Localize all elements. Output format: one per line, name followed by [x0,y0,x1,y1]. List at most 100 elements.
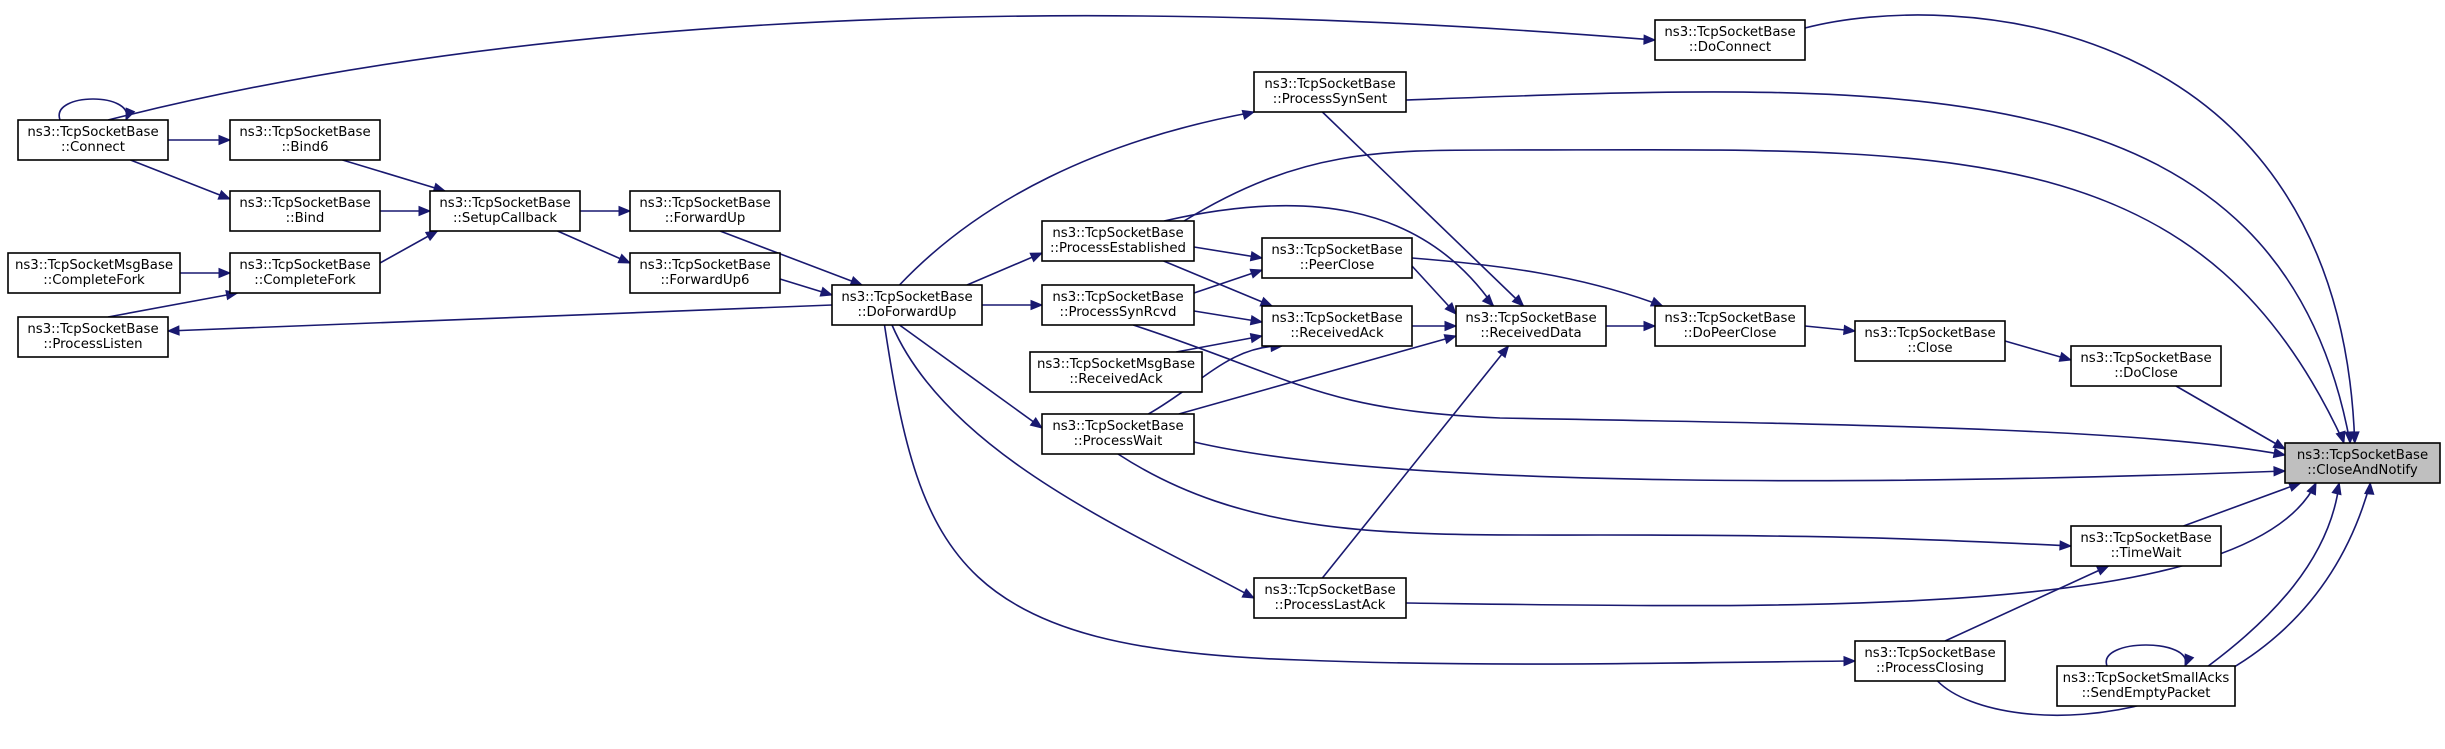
node-box[interactable] [1041,413,1195,455]
node-box[interactable] [1854,320,2006,362]
node-method-label: ::Bind [286,211,325,226]
edge-processwait-to-timewait [1117,453,2073,551]
node-box[interactable] [2056,665,2236,707]
node-processsynsent[interactable]: ns3::TcpSocketBase::ProcessSynSent [1253,71,1407,113]
edge-line [2183,482,2301,527]
node-doconnect[interactable]: ns3::TcpSocketBase::DoConnect [1654,19,1806,61]
edge-processsynrcvd-to-closeandnotify [1132,324,2287,459]
node-box[interactable] [7,252,181,294]
node-msgreceivedack[interactable]: ns3::TcpSocketMsgBase::ReceivedAck [1029,351,1203,393]
edge-peerclose-to-receiveddata [1411,265,1457,315]
node-sendemptypacket[interactable]: ns3::TcpSocketSmallAcks::SendEmptyPacket [2056,665,2236,707]
edge-arrowhead [2273,466,2287,477]
edge-arrowhead [1030,299,1044,311]
edge-processwait-to-receiveddata [1178,334,1458,415]
edge-processsynrcvd-to-peerclose [1193,268,1264,294]
node-class-label: ns3::TcpSocketBase [1664,311,1795,326]
node-class-label: ns3::TcpSocketBase [1052,419,1183,434]
node-box[interactable] [1253,577,1407,619]
edge-arrowhead [218,267,232,279]
node-closeandnotify[interactable]: ns3::TcpSocketBase::CloseAndNotify [2284,442,2441,484]
node-class-label: ns3::TcpSocketBase [2080,531,2211,546]
node-setupcallback[interactable]: ns3::TcpSocketBase::SetupCallback [429,190,581,232]
edge-sendemptypacket-to-closeandnotify [2207,481,2342,667]
node-timewait[interactable]: ns3::TcpSocketBase::TimeWait [2070,525,2222,567]
node-box[interactable] [17,119,169,161]
edge-arrowhead [1029,252,1044,263]
node-forwardup6[interactable]: ns3::TcpSocketBase::ForwardUp6 [629,252,781,294]
node-dopeerclose[interactable]: ns3::TcpSocketBase::DoPeerClose [1654,305,1806,347]
node-box[interactable] [2070,345,2222,387]
node-box[interactable] [1261,305,1413,347]
edge-line [167,304,833,332]
edge-arrowhead [2335,430,2346,445]
node-box[interactable] [1253,71,1407,113]
node-box[interactable] [17,316,169,358]
node-box[interactable] [1041,220,1195,262]
node-box[interactable] [2284,442,2441,484]
node-box[interactable] [1654,305,1806,347]
edge-line [1321,111,1525,307]
node-peerclose[interactable]: ns3::TcpSocketBase::PeerClose [1261,237,1413,279]
edge-arrowhead [1444,301,1457,315]
node-box[interactable] [229,252,381,294]
edge-arrowhead [618,205,632,217]
node-processestablished[interactable]: ns3::TcpSocketBase::ProcessEstablished [1041,220,1195,262]
node-doclose[interactable]: ns3::TcpSocketBase::DoClose [2070,345,2222,387]
edge-arrowhead [1241,109,1256,121]
edge-arrowhead [2058,351,2073,362]
node-completefork[interactable]: ns3::TcpSocketBase::CompleteFork [229,252,381,294]
edge-line [1148,345,1283,415]
nodes-layer: ns3::TcpSocketBase::Connectns3::TcpSocke… [7,19,2441,707]
node-close[interactable]: ns3::TcpSocketBase::Close [1854,320,2006,362]
node-processsynrcvd[interactable]: ns3::TcpSocketBase::ProcessSynRcvd [1041,284,1195,326]
edge-arrowhead [617,253,632,264]
node-forwardup[interactable]: ns3::TcpSocketBase::ForwardUp [629,190,781,232]
node-box[interactable] [629,190,781,232]
edge-receivedack-to-receiveddata [1412,320,1458,332]
node-box[interactable] [1261,237,1413,279]
node-processlastack[interactable]: ns3::TcpSocketBase::ProcessLastAck [1253,577,1407,619]
node-bind6[interactable]: ns3::TcpSocketBase::Bind6 [229,119,381,161]
node-box[interactable] [1854,640,2006,682]
node-processclosing[interactable]: ns3::TcpSocketBase::ProcessClosing [1854,640,2006,682]
node-box[interactable] [229,119,381,161]
edge-arrowhead [2272,447,2287,459]
edge-processestablished-to-closeandnotify [1183,148,2346,445]
node-receivedack[interactable]: ns3::TcpSocketBase::ReceivedAck [1261,305,1413,347]
node-method-label: ::ForwardUp6 [660,273,749,288]
node-processwait[interactable]: ns3::TcpSocketBase::ProcessWait [1041,413,1195,455]
node-box[interactable] [1654,19,1806,61]
edge-doforwardup-to-processestablished [966,252,1044,286]
node-receiveddata[interactable]: ns3::TcpSocketBase::ReceivedData [1455,305,1607,347]
node-box[interactable] [1455,305,1607,347]
edge-line [2207,482,2341,667]
edge-line [719,230,863,286]
node-bind[interactable]: ns3::TcpSocketBase::Bind [229,190,381,232]
edge-line [1405,91,2351,444]
edge-arrowhead [1444,320,1458,332]
node-box[interactable] [1029,351,1203,393]
node-box[interactable] [831,284,983,326]
node-class-label: ns3::TcpSocketBase [841,290,972,305]
node-box[interactable] [1041,284,1195,326]
node-class-label: ns3::TcpSocketBase [1052,226,1183,241]
node-box[interactable] [229,190,381,232]
node-connect[interactable]: ns3::TcpSocketBase::Connect [17,119,169,161]
node-doforwardup[interactable]: ns3::TcpSocketBase::DoForwardUp [831,284,983,326]
node-msgcompletefork[interactable]: ns3::TcpSocketMsgBase::CompleteFork [7,252,181,294]
node-box[interactable] [2070,525,2222,567]
edge-peerclose-to-dopeerclose [1411,257,1664,307]
node-processlisten[interactable]: ns3::TcpSocketBase::ProcessListen [17,316,169,358]
node-method-label: ::ForwardUp [665,211,746,226]
edge-sendemptypacket-to-sendemptypacket [2105,644,2195,668]
edge-processlastack-to-closeandnotify [1405,481,2317,607]
node-method-label: ::TimeWait [2111,546,2182,561]
node-box[interactable] [629,252,781,294]
node-class-label: ns3::TcpSocketBase [1271,243,1402,258]
node-box[interactable] [429,190,581,232]
edge-line [1405,482,2317,607]
node-class-label: ns3::TcpSocketBase [1264,583,1395,598]
node-class-label: ns3::TcpSocketMsgBase [15,258,173,273]
edge-line [1163,204,1495,307]
